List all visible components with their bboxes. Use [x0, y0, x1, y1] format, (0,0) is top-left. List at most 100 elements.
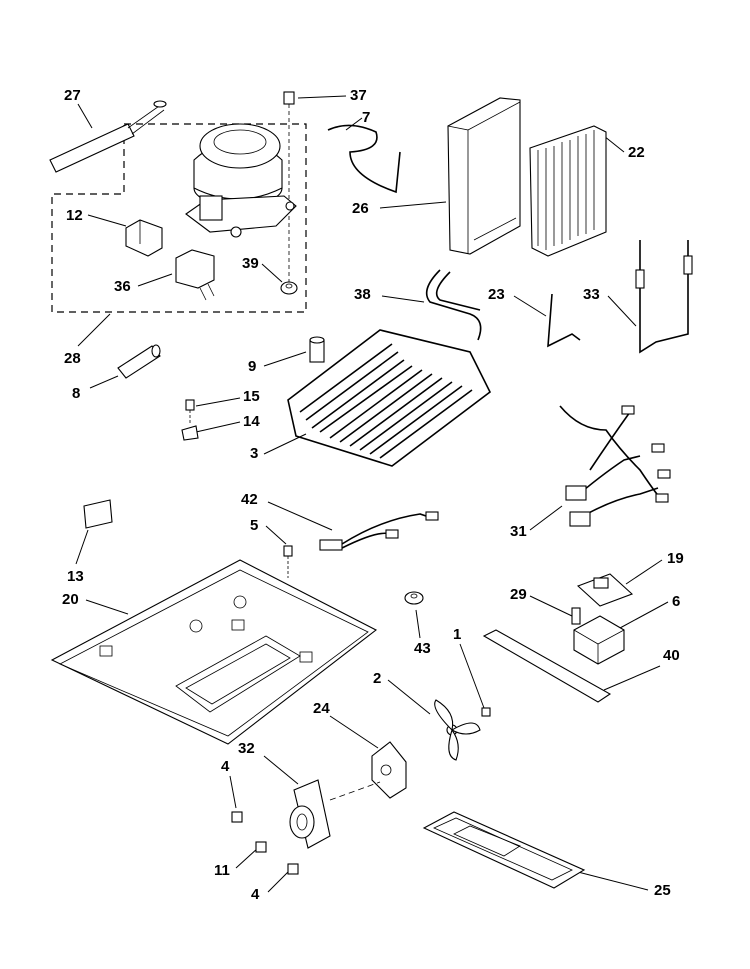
leader-11 — [235, 847, 259, 869]
callout-42: 42 — [241, 491, 258, 508]
leader-23 — [513, 295, 547, 317]
callout-40: 40 — [663, 647, 680, 664]
leader-lines — [75, 95, 669, 893]
callout-43: 43 — [414, 640, 431, 657]
leader-25 — [577, 871, 649, 891]
part-7-tube — [327, 124, 401, 194]
leader-4-lower — [267, 869, 291, 893]
part-25-drain-pan — [422, 811, 586, 889]
callout-19: 19 — [667, 550, 684, 567]
callout-12: 12 — [66, 207, 83, 224]
compressor-kit-boundary — [51, 123, 307, 313]
part-26-evap-cover — [447, 97, 521, 255]
leader-40 — [603, 665, 661, 691]
part-compressor — [185, 123, 297, 238]
part-3-condenser — [287, 329, 492, 467]
leader-22 — [603, 135, 625, 153]
leader-20 — [85, 599, 129, 615]
part-19-control-board — [576, 573, 634, 607]
callout-15: 15 — [243, 388, 260, 405]
callout-4-upper: 4 — [221, 758, 230, 775]
part-13-pad — [83, 499, 113, 529]
callout-2: 2 — [373, 670, 381, 687]
leader-12 — [87, 214, 127, 227]
part-39-grommet — [280, 281, 298, 295]
callout-7: 7 — [362, 109, 370, 126]
leader-43 — [415, 609, 421, 639]
leader-8 — [89, 375, 119, 389]
part-40-strip — [482, 629, 612, 703]
callout-20: 20 — [62, 591, 79, 608]
leader-31 — [529, 505, 563, 531]
callout-32: 32 — [238, 740, 255, 757]
callout-28: 28 — [64, 350, 81, 367]
leader-27 — [77, 103, 93, 129]
part-15-screw — [185, 399, 195, 424]
part-6-box — [573, 615, 625, 665]
leader-28 — [77, 313, 111, 347]
part-20-base-pan — [50, 559, 378, 745]
part-23-bracket — [547, 293, 581, 348]
leader-36 — [137, 273, 173, 287]
leader-14 — [195, 421, 241, 433]
part-24-fan-motor — [371, 741, 407, 799]
callout-29: 29 — [510, 586, 527, 603]
part-33-tube — [635, 240, 693, 354]
leader-29 — [529, 595, 573, 617]
callout-labels: 27 37 7 22 12 26 39 36 38 23 33 28 9 8 1… — [62, 87, 684, 903]
leader-33 — [607, 295, 637, 327]
callout-24: 24 — [313, 700, 330, 717]
callout-6: 6 — [672, 593, 680, 610]
callout-31: 31 — [510, 523, 527, 540]
part-43-bushing — [404, 591, 424, 605]
callout-4-lower: 4 — [251, 886, 260, 903]
callout-37: 37 — [350, 87, 367, 104]
leader-6 — [619, 601, 669, 629]
part-29-sensor — [571, 607, 581, 625]
leader-38 — [381, 295, 425, 303]
leader-42 — [267, 501, 333, 531]
leader-15 — [195, 397, 241, 407]
callout-5: 5 — [250, 517, 258, 534]
callout-9: 9 — [248, 358, 256, 375]
part-36-overload — [175, 249, 215, 301]
leader-7 — [345, 117, 363, 131]
part-14-clip — [181, 425, 199, 441]
part-5-screw — [283, 545, 293, 578]
callout-38: 38 — [354, 286, 371, 303]
part-37-screw — [283, 91, 295, 282]
part-27-drier — [49, 100, 167, 173]
leader-39 — [261, 263, 283, 283]
part-11-screw — [255, 841, 267, 853]
part-38-hose — [425, 269, 482, 341]
callout-23: 23 — [488, 286, 505, 303]
part-4-screw-lower — [287, 863, 299, 875]
leader-24 — [329, 715, 379, 749]
callout-3: 3 — [250, 445, 258, 462]
callout-33: 33 — [583, 286, 600, 303]
leader-9 — [263, 351, 307, 367]
part-32-shroud — [289, 779, 381, 849]
part-8-plug — [117, 344, 161, 379]
leader-19 — [625, 559, 663, 585]
callout-36: 36 — [114, 278, 131, 295]
part-9-cylinder — [309, 336, 325, 363]
part-4-screw-upper — [231, 811, 243, 823]
part-31-wiring-harness — [559, 405, 671, 527]
leader-4-upper — [229, 775, 237, 809]
leader-32 — [263, 755, 299, 785]
callout-1: 1 — [453, 626, 461, 643]
leader-2 — [387, 679, 431, 715]
callout-25: 25 — [654, 882, 671, 899]
leader-13 — [75, 529, 89, 565]
callout-22: 22 — [628, 144, 645, 161]
callout-13: 13 — [67, 568, 84, 585]
part-22-evaporator — [529, 125, 607, 257]
callout-26: 26 — [352, 200, 369, 217]
leader-1 — [459, 643, 485, 709]
callout-14: 14 — [243, 413, 260, 430]
part-1-screw — [481, 707, 491, 717]
callout-11: 11 — [214, 862, 230, 879]
part-42-harness — [319, 511, 439, 551]
callout-39: 39 — [242, 255, 259, 272]
